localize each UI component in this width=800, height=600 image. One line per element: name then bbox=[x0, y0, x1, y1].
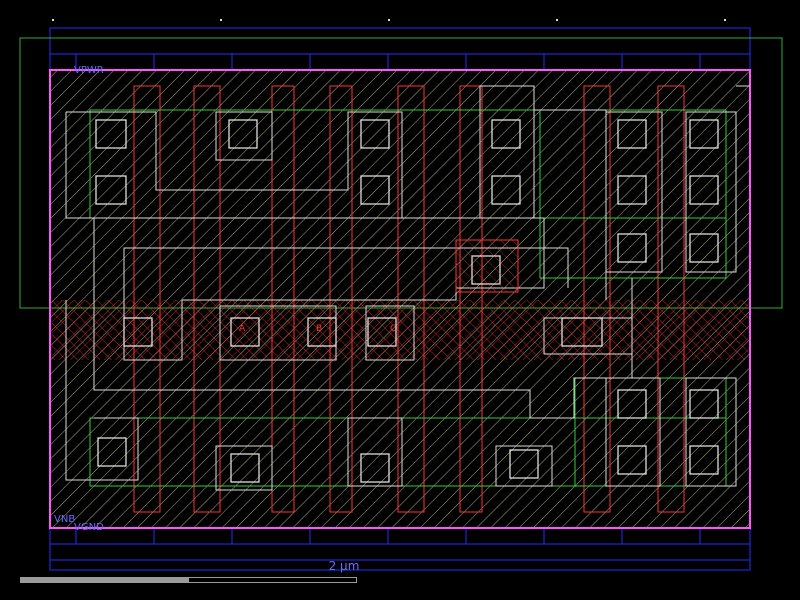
vnb-label: VNB bbox=[54, 514, 75, 525]
poly-band bbox=[52, 300, 748, 360]
poly-contact bbox=[455, 239, 519, 293]
metal-layer bbox=[50, 70, 750, 528]
scale-bar bbox=[20, 577, 357, 583]
vpwr-label: VPWR bbox=[74, 65, 104, 76]
local-interconnect bbox=[65, 85, 750, 491]
scale-bar-fill bbox=[21, 578, 189, 582]
grid-dots bbox=[52, 19, 726, 21]
bottom-rail bbox=[49, 527, 751, 571]
poly-gates bbox=[133, 85, 685, 513]
pin-c-label: C bbox=[390, 324, 396, 334]
top-rail bbox=[49, 27, 751, 71]
vgnd-label: VGND bbox=[74, 522, 104, 533]
cell-boundary bbox=[49, 69, 751, 529]
pin-b-label: B bbox=[316, 324, 322, 334]
pin-a-label: A bbox=[239, 324, 246, 334]
scale-label: 2 µm bbox=[328, 559, 360, 573]
